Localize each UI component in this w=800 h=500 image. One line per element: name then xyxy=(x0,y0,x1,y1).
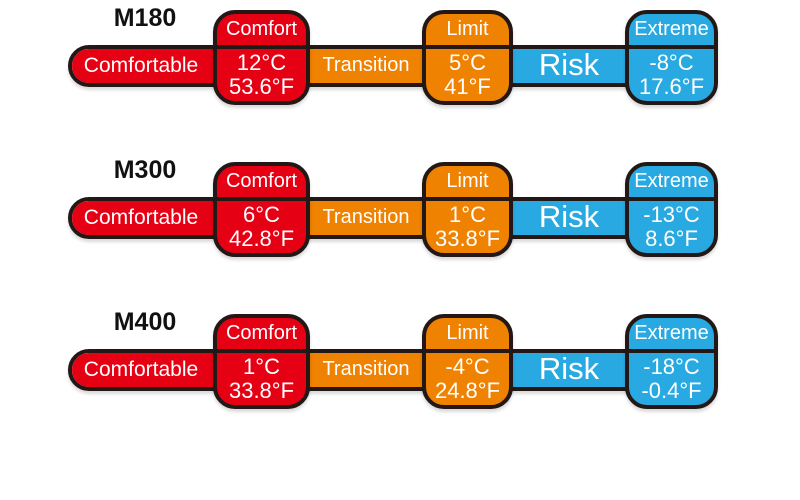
model-label: M400 xyxy=(113,308,177,336)
limit-box-temps: 1°C 33.8°F xyxy=(426,201,509,251)
celsius-value: 12°C xyxy=(236,50,287,75)
celsius-value: -8°C xyxy=(649,50,694,75)
celsius-value: -13°C xyxy=(643,202,700,227)
extreme-box-title: Extreme xyxy=(629,14,714,49)
celsius-value: 1°C xyxy=(449,202,486,227)
model-label: M300 xyxy=(113,156,177,184)
fahrenheit-value: 42.8°F xyxy=(228,226,295,251)
limit-box-title: Limit xyxy=(426,318,509,353)
limit-box: Limit 1°C 33.8°F xyxy=(422,162,513,257)
fahrenheit-value: 33.8°F xyxy=(434,226,501,251)
extreme-box-title: Extreme xyxy=(629,318,714,353)
celsius-value: 1°C xyxy=(243,354,280,379)
celsius-value: 5°C xyxy=(449,50,486,75)
extreme-box: Extreme -18°C -0.4°F xyxy=(625,314,718,409)
extreme-box-temps: -8°C 17.6°F xyxy=(629,49,714,99)
limit-box: Limit -4°C 24.8°F xyxy=(422,314,513,409)
transition-label: Transition xyxy=(322,206,410,228)
rating-row-m180: M180 Comfortable Transition Risk Comfort… xyxy=(0,2,800,114)
transition-label: Transition xyxy=(322,54,410,76)
comfortable-label: Comfortable xyxy=(83,54,199,77)
comfort-box: Comfort 12°C 53.6°F xyxy=(213,10,310,105)
fahrenheit-value: 41°F xyxy=(444,74,491,99)
fahrenheit-value: 24.8°F xyxy=(434,378,501,403)
fahrenheit-value: -0.4°F xyxy=(641,378,702,403)
limit-box-title: Limit xyxy=(426,166,509,201)
celsius-value: 6°C xyxy=(243,202,280,227)
risk-label: Risk xyxy=(538,47,600,82)
limit-box-temps: -4°C 24.8°F xyxy=(426,353,509,403)
extreme-box-title: Extreme xyxy=(629,166,714,201)
comfort-box-temps: 6°C 42.8°F xyxy=(217,201,306,251)
model-label: M180 xyxy=(113,4,177,32)
extreme-box: Extreme -13°C 8.6°F xyxy=(625,162,718,257)
comfortable-label: Comfortable xyxy=(83,206,199,229)
celsius-value: -4°C xyxy=(445,354,490,379)
comfort-box: Comfort 6°C 42.8°F xyxy=(213,162,310,257)
risk-label: Risk xyxy=(538,351,600,386)
comfort-box-temps: 12°C 53.6°F xyxy=(217,49,306,99)
fahrenheit-value: 8.6°F xyxy=(645,226,698,251)
comfort-box-temps: 1°C 33.8°F xyxy=(217,353,306,403)
extreme-box-temps: -18°C -0.4°F xyxy=(629,353,714,403)
limit-box: Limit 5°C 41°F xyxy=(422,10,513,105)
comfort-box-title: Comfort xyxy=(217,14,306,49)
risk-label: Risk xyxy=(538,199,600,234)
comfortable-label: Comfortable xyxy=(83,358,199,381)
rating-row-m300: M300 Comfortable Transition Risk Comfort… xyxy=(0,154,800,266)
fahrenheit-value: 53.6°F xyxy=(228,74,295,99)
comfort-box-title: Comfort xyxy=(217,166,306,201)
comfort-box: Comfort 1°C 33.8°F xyxy=(213,314,310,409)
extreme-box: Extreme -8°C 17.6°F xyxy=(625,10,718,105)
fahrenheit-value: 17.6°F xyxy=(638,74,705,99)
fahrenheit-value: 33.8°F xyxy=(228,378,295,403)
celsius-value: -18°C xyxy=(643,354,700,379)
extreme-box-temps: -13°C 8.6°F xyxy=(629,201,714,251)
rating-row-m400: M400 Comfortable Transition Risk Comfort… xyxy=(0,306,800,418)
limit-box-temps: 5°C 41°F xyxy=(426,49,509,99)
transition-label: Transition xyxy=(322,358,410,380)
limit-box-title: Limit xyxy=(426,14,509,49)
comfort-box-title: Comfort xyxy=(217,318,306,353)
